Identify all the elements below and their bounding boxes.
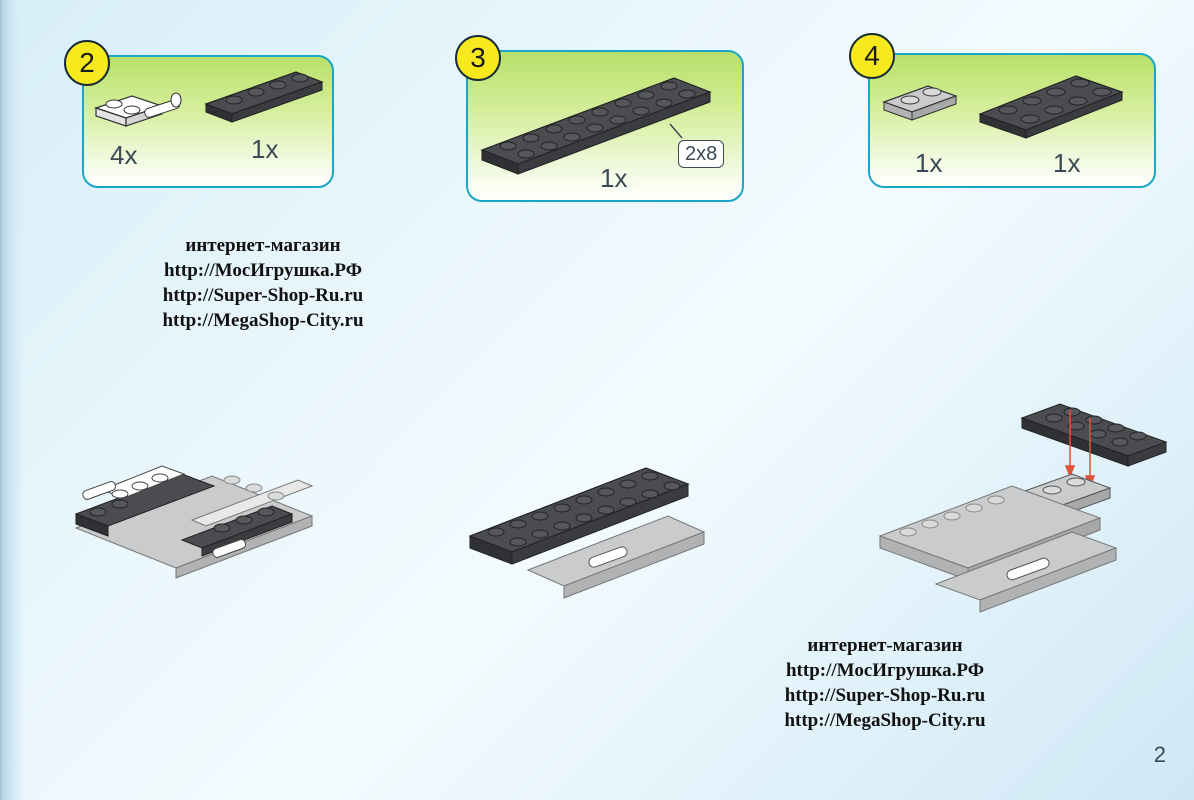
- plate-size-tag: 2x8: [678, 140, 725, 168]
- shop-tagline: интернет-магазин: [807, 635, 963, 656]
- shop-info-block-bottom: интернет-магазин http://МосИгрушка.РФ ht…: [740, 633, 1030, 733]
- shop-link-super-shop: http://Super-Shop-Ru.ru: [784, 685, 986, 706]
- page-number: 2: [1153, 742, 1166, 767]
- plate-2x8-dark-icon: [480, 77, 712, 175]
- step-4-part-2-qty: 1x: [1053, 148, 1081, 178]
- step-4-parts-box: [868, 53, 1156, 188]
- book-spine-edge: [0, 0, 24, 800]
- shop-link-mosigrushka: http://МосИгрушка.РФ: [163, 260, 363, 281]
- shop-link-super-shop: http://Super-Shop-Ru.ru: [162, 285, 364, 306]
- step-2-part-2-qty: 1x: [251, 134, 279, 164]
- plate-2x4-dark-icon: [978, 75, 1124, 139]
- shop-info-block-top: интернет-магазин http://МосИгрушка.РФ ht…: [118, 233, 408, 333]
- plate-1x2-handle-white-icon: [94, 92, 182, 127]
- plate-1x4-dark-icon: [204, 71, 324, 123]
- step-3-badge: 3: [455, 35, 501, 81]
- step-3-part-1-qty: 1x: [600, 163, 628, 193]
- shop-tagline: интернет-магазин: [185, 235, 341, 256]
- assembly-step-3-illustration: [468, 467, 706, 599]
- assembly-step-2-illustration: [74, 465, 314, 579]
- shop-link-mosigrushka: http://МосИгрушка.РФ: [785, 660, 985, 681]
- step-2-part-1-qty: 4x: [110, 140, 138, 170]
- shop-link-megashop: http://MegaShop-City.ru: [162, 310, 364, 331]
- assembly-step-4-illustration: [878, 403, 1168, 613]
- step-4-part-1-qty: 1x: [915, 148, 943, 178]
- shop-link-megashop: http://MegaShop-City.ru: [784, 710, 986, 731]
- plate-1x2-light-icon: [882, 85, 958, 121]
- step-2-badge: 2: [64, 40, 110, 86]
- step-4-badge: 4: [849, 33, 895, 79]
